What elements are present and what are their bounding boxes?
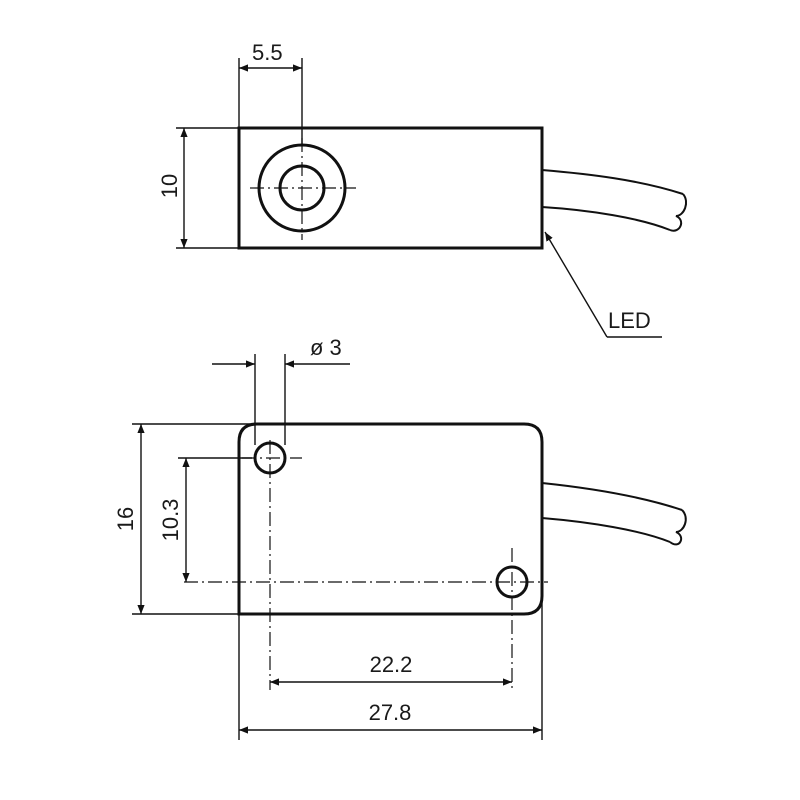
front-view-cable <box>541 482 687 546</box>
dim-10-label: 10 <box>157 174 182 198</box>
led-leader-line <box>544 231 608 338</box>
dim-27-8-label: 27.8 <box>369 700 412 725</box>
top-view-body <box>237 126 544 250</box>
top-view: 5.5 10 LED <box>157 40 687 338</box>
dim-d3-label: ø 3 <box>310 335 342 360</box>
top-view-cable <box>541 169 687 232</box>
front-view-body <box>237 422 544 616</box>
dim-22-2-label: 22.2 <box>370 652 413 677</box>
front-view: ø 3 16 10.3 22.2 27.8 <box>113 335 687 740</box>
led-label: LED <box>608 308 651 333</box>
dim-10-3-label: 10.3 <box>158 499 183 542</box>
dim-16-label: 16 <box>113 507 138 531</box>
dim-5-5-label: 5.5 <box>252 40 283 65</box>
